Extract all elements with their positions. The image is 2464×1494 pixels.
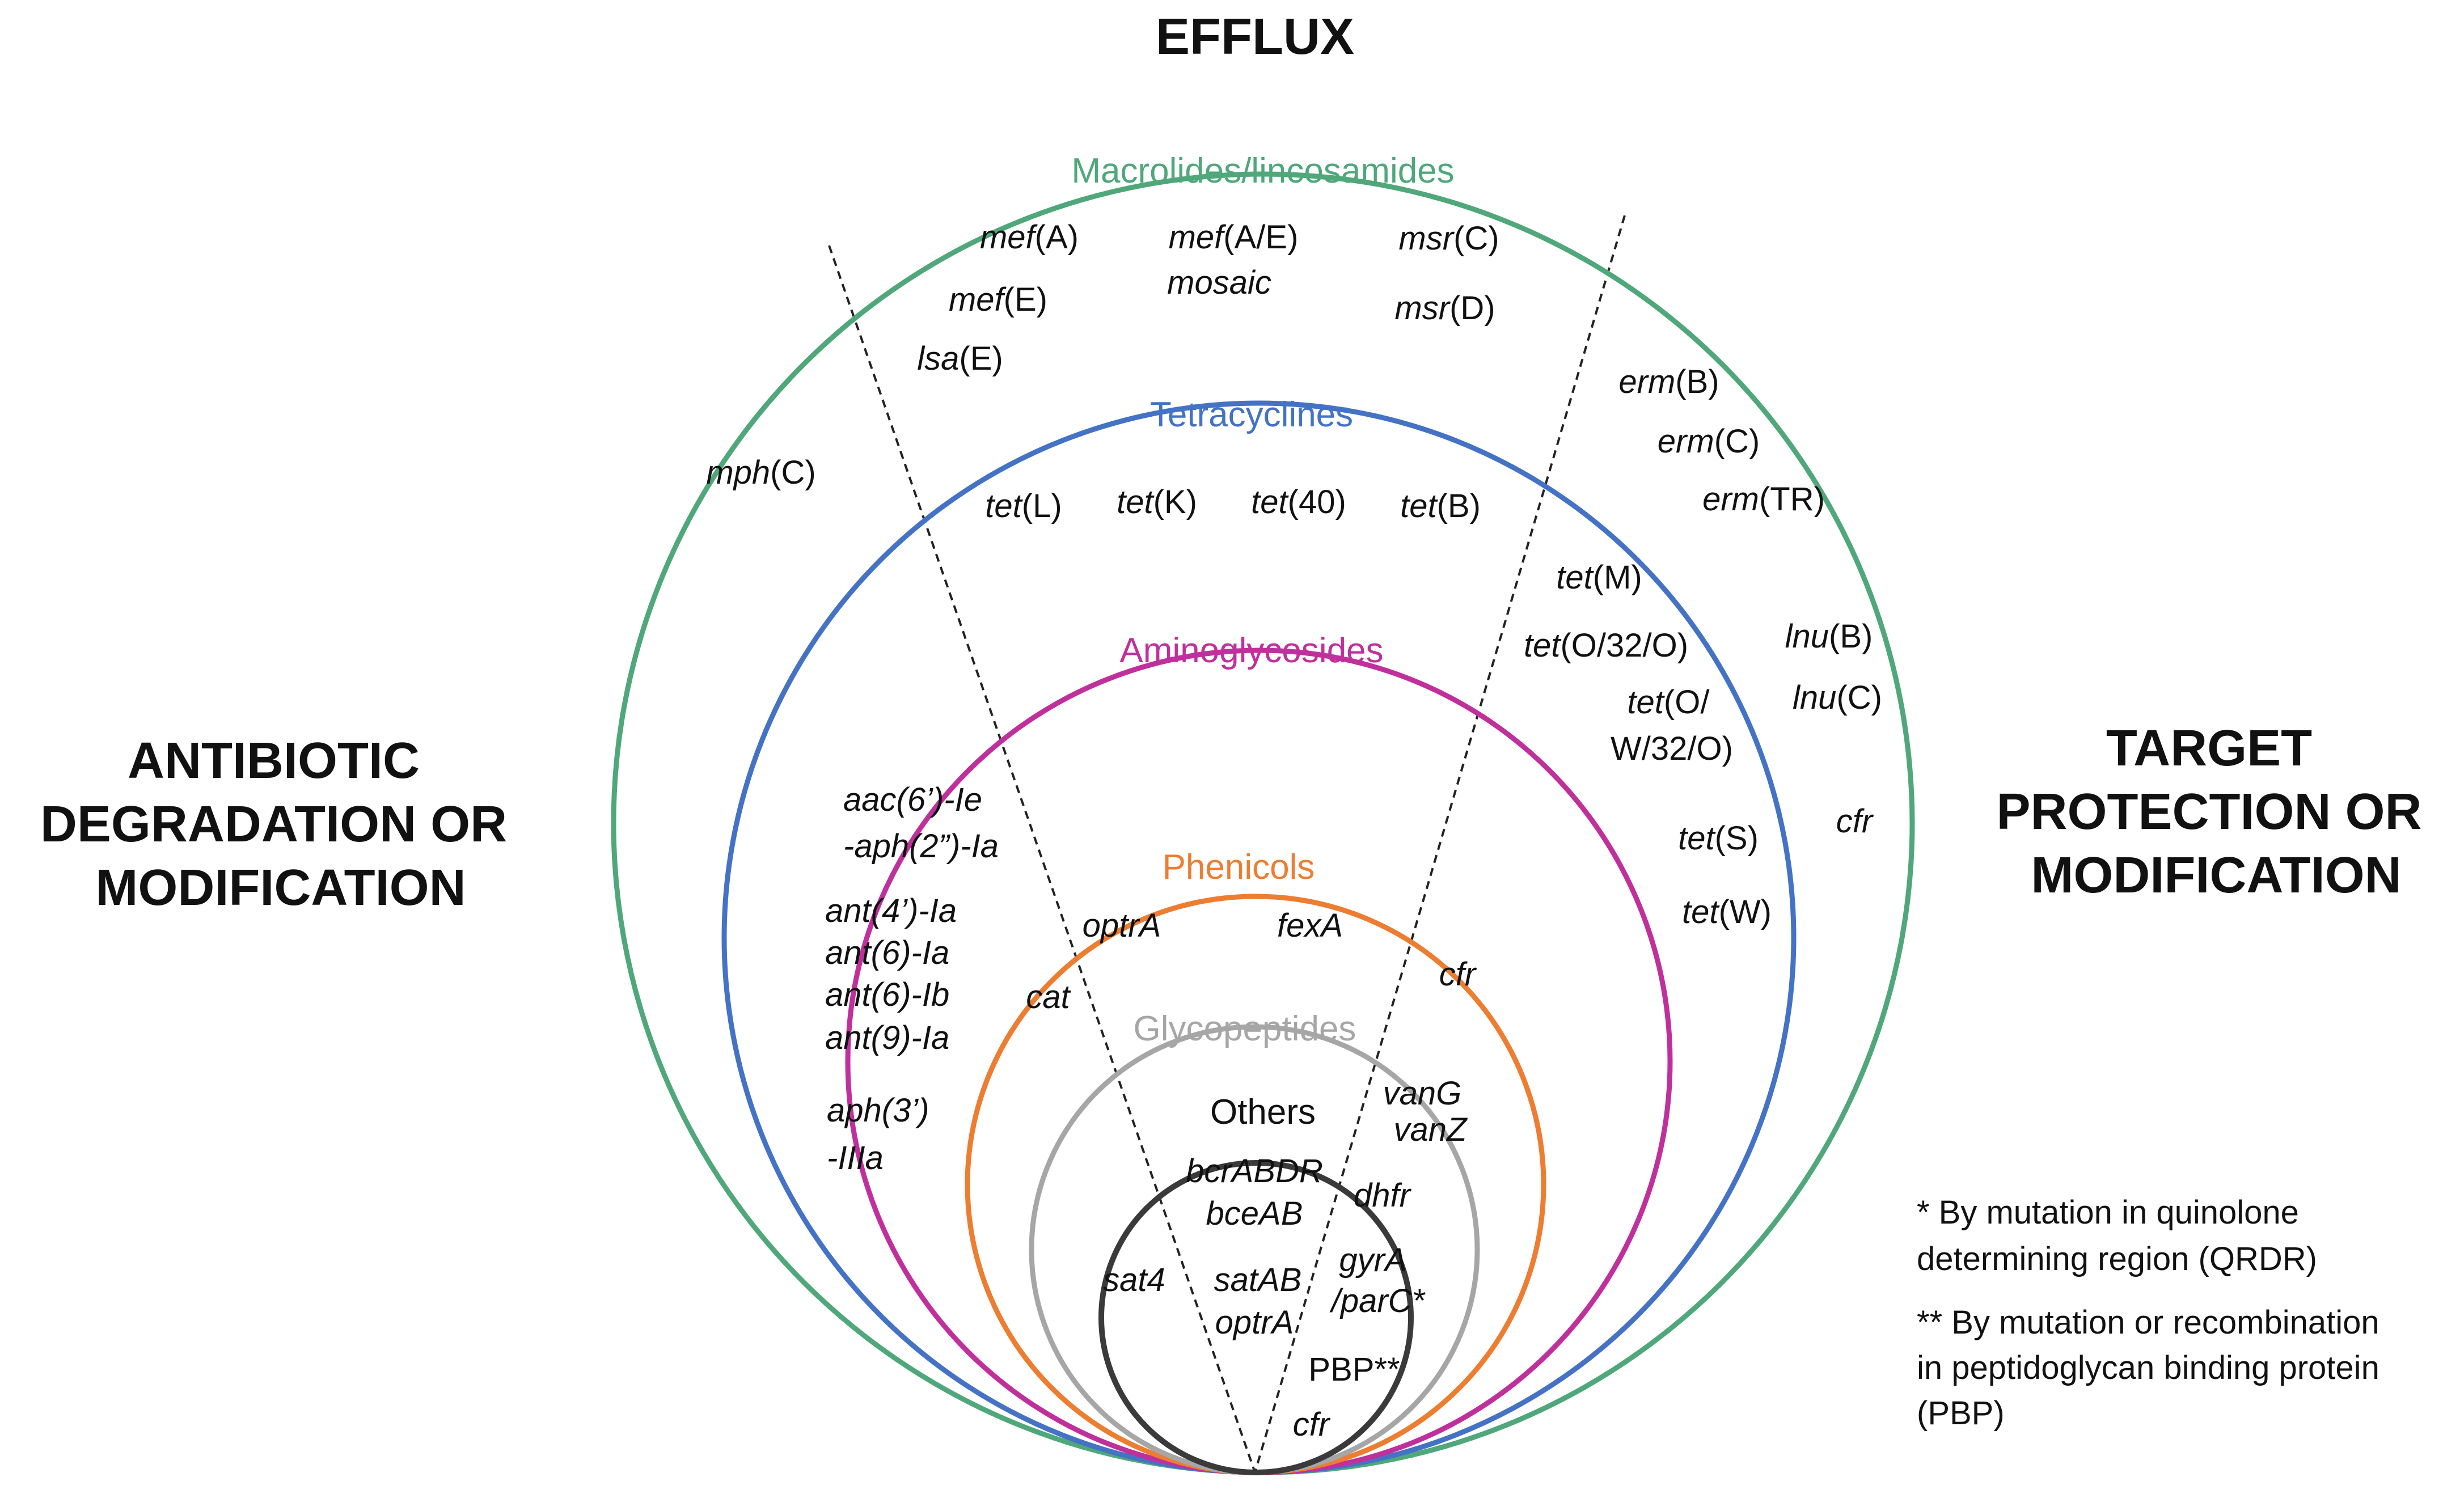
gene-ermTR: erm(TR)	[1702, 481, 1825, 518]
gene-tetO32O: tet(O/32/O)	[1524, 627, 1688, 664]
gene-tetK: tet(K)	[1117, 484, 1197, 520]
degradation-heading: ANTIBIOTIC DEGRADATION OR MODIFICATION	[40, 733, 521, 916]
gene-tet40: tet(40)	[1251, 484, 1346, 520]
gene-aph3: aph(3’) -IIIa	[827, 1092, 939, 1176]
target-heading: TARGET PROTECTION OR MODIFICATION	[1996, 720, 2436, 904]
gene-cat: cat	[1026, 979, 1071, 1015]
gene-tetB: tet(B)	[1400, 488, 1481, 524]
gene-bceAB: bceAB	[1206, 1195, 1303, 1232]
gene-ermB: erm(B)	[1618, 363, 1719, 400]
gene-mosaic: mosaic	[1167, 264, 1271, 301]
glycopeptides-label: Glycopeptides	[1134, 1009, 1356, 1048]
gene-satAB: satAB	[1214, 1262, 1302, 1298]
gene-aac-aph: aac(6’)-Ie -aph(2”)-Ia	[843, 781, 999, 865]
phenicols-label: Phenicols	[1163, 848, 1315, 887]
gene-cfr-others: cfr	[1293, 1406, 1331, 1443]
gene-sat4: sat4	[1103, 1262, 1165, 1298]
gene-gyrA-parC: gyrA /parC*	[1329, 1242, 1426, 1319]
gene-tetM: tet(M)	[1556, 559, 1642, 596]
gene-optrA-phenicols: optrA	[1083, 907, 1161, 944]
gene-mphC: mph(C)	[706, 454, 815, 491]
gene-mefE: mef(E)	[949, 281, 1047, 318]
others-label: Others	[1210, 1093, 1316, 1132]
gene-msrC: msr(C)	[1398, 220, 1499, 257]
gene-lsaE: lsa(E)	[917, 340, 1003, 377]
gene-cfr-outer: cfr	[1836, 803, 1874, 840]
aminoglycosides-circle	[845, 647, 1673, 1475]
gene-tetL: tet(L)	[985, 488, 1062, 524]
gene-lnuC: lnu(C)	[1793, 679, 1882, 716]
footnote-pbp: ** By mutation or recombination in pepti…	[1917, 1304, 2389, 1432]
gene-dhfr: dhfr	[1354, 1177, 1412, 1214]
macrolides-label: Macrolides/lincosamides	[1071, 151, 1454, 191]
gene-fexA: fexA	[1277, 907, 1343, 944]
gene-vanZ: vanZ	[1394, 1111, 1469, 1148]
gene-lnuB: lnu(B)	[1785, 618, 1873, 655]
gene-mefA: mef(A)	[980, 219, 1079, 256]
footnote-qrdr: * By mutation in quinolone determining r…	[1917, 1194, 2317, 1277]
gene-tetS: tet(S)	[1678, 820, 1759, 857]
gene-tetOW: tet(O/ W/32/O)	[1611, 684, 1733, 767]
divider-line-left	[828, 245, 1256, 1473]
gene-pbp: PBP**	[1308, 1351, 1400, 1388]
gene-mefAE: mef(A/E)	[1169, 219, 1299, 256]
gene-ant-list: ant(4’)-Ia ant(6)-Ia ant(6)-Ib ant(9)-Ia	[825, 892, 966, 1056]
gene-tetW: tet(W)	[1682, 894, 1772, 930]
efflux-heading: EFFLUX	[1156, 9, 1354, 65]
divider-line-right	[1254, 215, 1626, 1473]
others-circle	[1098, 1160, 1414, 1475]
aminoglycosides-label: Aminoglycosides	[1119, 631, 1383, 670]
gene-vanG: vanG	[1383, 1075, 1462, 1112]
gene-msrD: msr(D)	[1394, 290, 1495, 327]
tetracyclines-label: Tetracyclines	[1150, 395, 1353, 434]
gene-cfr-phenicols: cfr	[1439, 956, 1477, 993]
gene-bcrABDR: bcrABDR	[1186, 1153, 1323, 1190]
gene-optrA-others: optrA	[1215, 1304, 1294, 1341]
gene-ermC: erm(C)	[1658, 423, 1760, 460]
